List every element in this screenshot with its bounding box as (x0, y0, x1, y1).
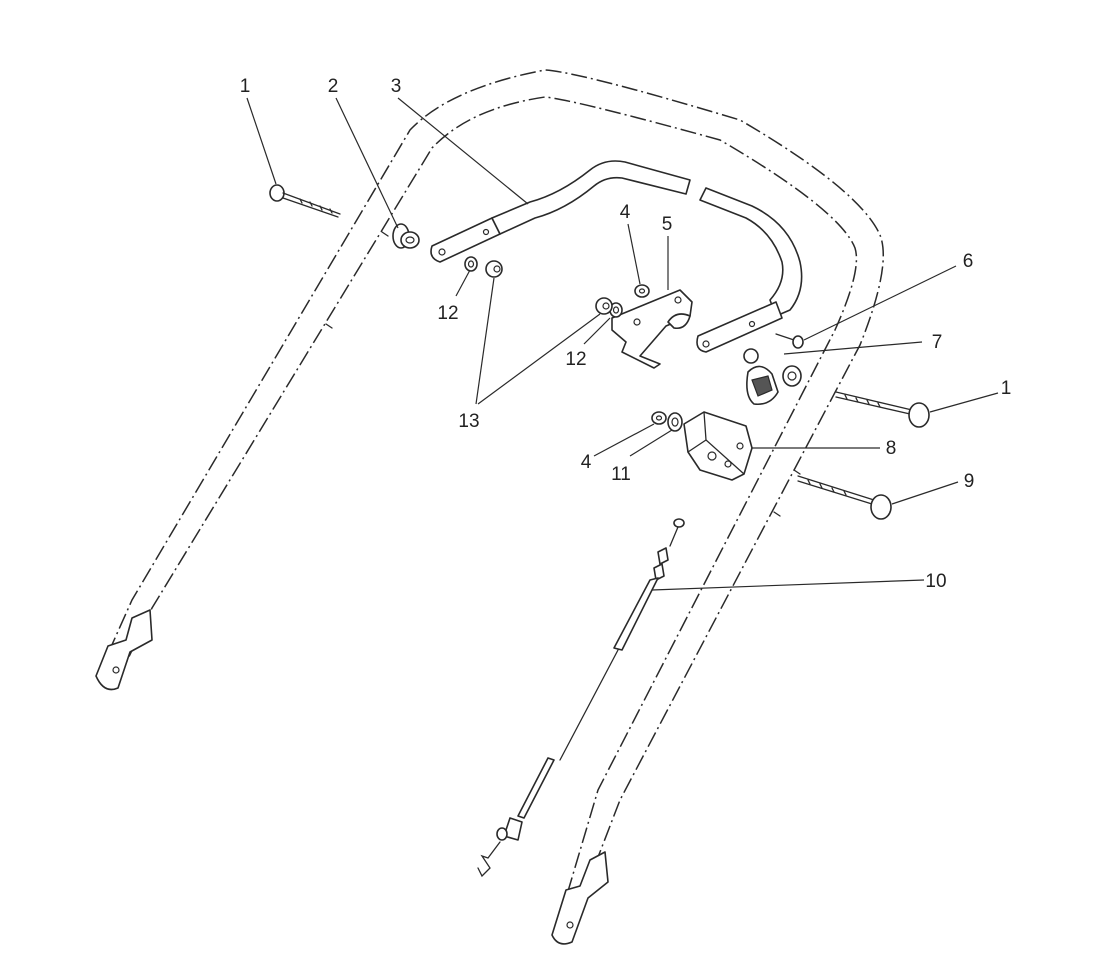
part-1-bolt-left (269, 184, 341, 218)
callout-1-top-left: 1 (240, 76, 251, 97)
part-13-nut-left (485, 260, 503, 278)
handle-left-end (95, 609, 153, 691)
handle-frame (95, 69, 885, 945)
part-4-nut-lower (651, 411, 667, 425)
callout-13: 13 (458, 411, 479, 432)
handle-right-hole (566, 921, 574, 929)
callout-2: 2 (328, 76, 339, 97)
part-7-knob (743, 348, 802, 406)
callout-1-right: 1 (1001, 378, 1012, 399)
part-4-nut-upper (634, 284, 650, 298)
part-11-washer (667, 412, 683, 432)
part-2-bushing (392, 223, 420, 249)
callout-3: 3 (391, 76, 402, 97)
callout-12-left: 12 (437, 303, 458, 324)
handle-right-end (551, 851, 609, 945)
callout-9: 9 (964, 471, 975, 492)
handle-frame-inner (117, 96, 858, 936)
part-12-washer-left (464, 256, 478, 272)
callout-4-lower: 4 (581, 452, 592, 473)
part-9-bolt (797, 475, 892, 520)
callout-11: 11 (611, 464, 631, 485)
callout-7: 7 (932, 332, 943, 353)
callout-labels: 1 2 3 4 5 6 7 1 8 9 4 11 10 12 12 13 (240, 76, 1012, 592)
part-8-clamp (683, 411, 753, 481)
callout-8: 8 (886, 438, 897, 459)
part-10-cable (477, 518, 685, 878)
part-3-control-bar (430, 160, 803, 353)
part-13-nut-right (595, 297, 613, 315)
handle-left-hole (112, 666, 120, 674)
leader-lines (246, 97, 999, 591)
callout-6: 6 (963, 251, 974, 272)
part-1-bolt-right (835, 391, 930, 428)
part-5-bracket (611, 289, 693, 369)
callout-10: 10 (925, 571, 946, 592)
part-6-screw (775, 333, 804, 349)
callout-12-right: 12 (565, 349, 586, 370)
callout-5: 5 (662, 214, 673, 235)
frame-marks (325, 231, 801, 517)
handle-frame-outer (97, 69, 885, 931)
callout-4-upper: 4 (620, 202, 631, 223)
